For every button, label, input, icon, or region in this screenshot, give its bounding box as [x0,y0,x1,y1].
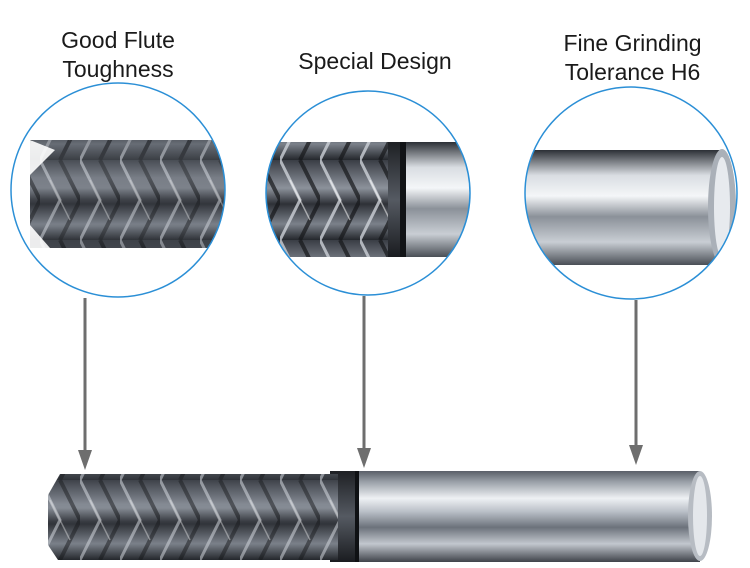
callout-label-special-design: Special Design [275,47,475,76]
end-mill [48,471,712,562]
callout-label-line: Tolerance H6 [564,59,701,85]
callout-label-line: Fine Grinding [563,30,702,56]
callout-label-line: Special Design [298,48,452,74]
arrow-down-icon [357,296,371,468]
zoom-circle-flutes [10,82,226,298]
zoom-circle-special-design [265,90,471,296]
arrow-down-icon [78,298,92,470]
callout-label-line: Toughness [62,56,174,82]
zoom-circle-shank [524,86,738,300]
callout-label-line: Good Flute [61,27,175,53]
callout-label-fine-grinding: Fine Grinding Tolerance H6 [540,29,725,87]
callout-label-flute-toughness: Good Flute Toughness [28,26,208,84]
arrow-down-icon [629,300,643,465]
